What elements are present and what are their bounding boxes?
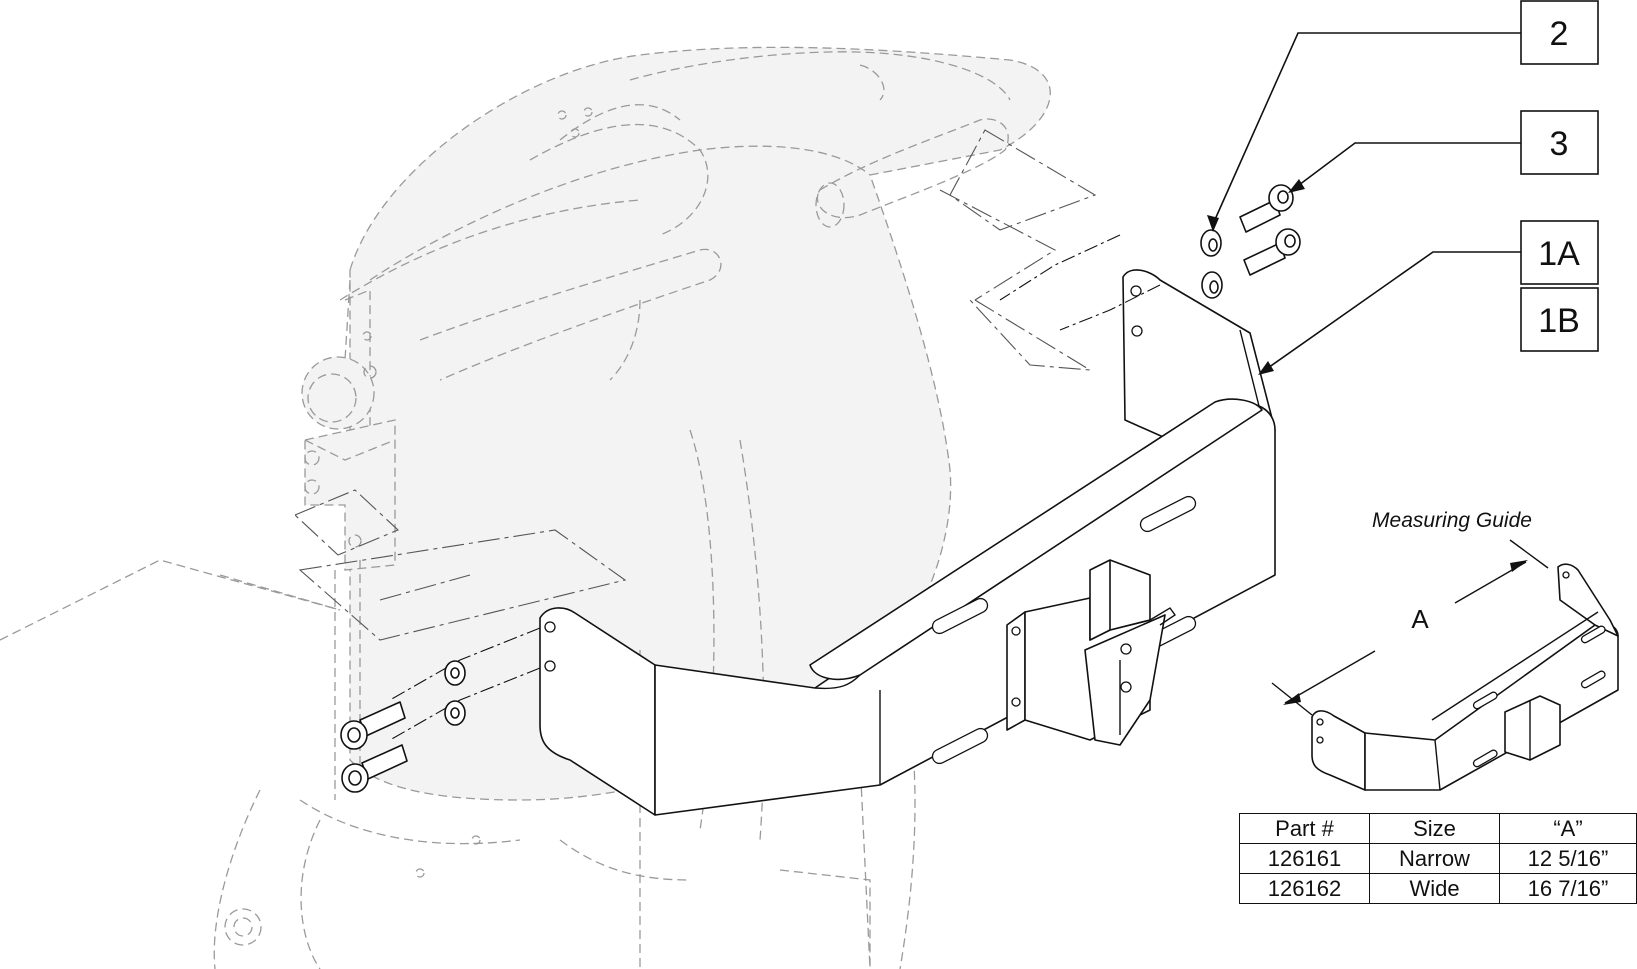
svg-text:2: 2 — [1550, 15, 1569, 53]
hardware — [340, 184, 1301, 793]
ghost-chair-frame — [0, 46, 1051, 969]
column-header-part-number: Part # — [1239, 813, 1370, 844]
dimension-cell: 12 5/16” — [1499, 843, 1637, 874]
svg-text:1A: 1A — [1538, 235, 1580, 273]
washer-icon — [1201, 271, 1223, 299]
column-header-dimension-a: “A” — [1499, 813, 1637, 844]
measuring-guide-title: Measuring Guide — [1372, 509, 1532, 532]
washer-icon — [444, 700, 466, 726]
size-cell: Narrow — [1369, 843, 1500, 874]
svg-text:1B: 1B — [1538, 302, 1580, 340]
table-row: 126161 Narrow 12 5/16” — [1239, 843, 1637, 874]
dimension-a-label: A — [1411, 604, 1429, 634]
measuring-guide: Measuring Guide A — [1271, 509, 1619, 791]
socket-head-screw-icon — [1243, 228, 1301, 276]
table-row: 126162 Wide 16 7/16” — [1239, 873, 1637, 904]
callout-1b: 1B — [1520, 287, 1599, 352]
socket-head-screw-icon — [341, 744, 408, 793]
svg-text:3: 3 — [1550, 125, 1569, 163]
callout-3: 3 — [1288, 110, 1599, 193]
column-header-size: Size — [1369, 813, 1500, 844]
bracket-assembly — [539, 269, 1276, 816]
washer-icon — [444, 660, 466, 686]
table-header-row: Part # Size “A” — [1239, 813, 1637, 844]
part-number-cell: 126161 — [1239, 843, 1370, 874]
callout-2: 2 — [1207, 0, 1599, 232]
size-cell: Wide — [1369, 873, 1500, 904]
dimension-cell: 16 7/16” — [1499, 873, 1637, 904]
parts-table: Part # Size “A” 126161 Narrow 12 5/16” 1… — [1239, 813, 1637, 904]
socket-head-screw-icon — [1239, 184, 1294, 233]
callout-1a: 1A — [1258, 220, 1599, 375]
washer-icon — [1200, 229, 1222, 257]
ghost-mounting-plates — [293, 129, 1097, 641]
socket-head-screw-icon — [340, 701, 406, 750]
part-number-cell: 126162 — [1239, 873, 1370, 904]
